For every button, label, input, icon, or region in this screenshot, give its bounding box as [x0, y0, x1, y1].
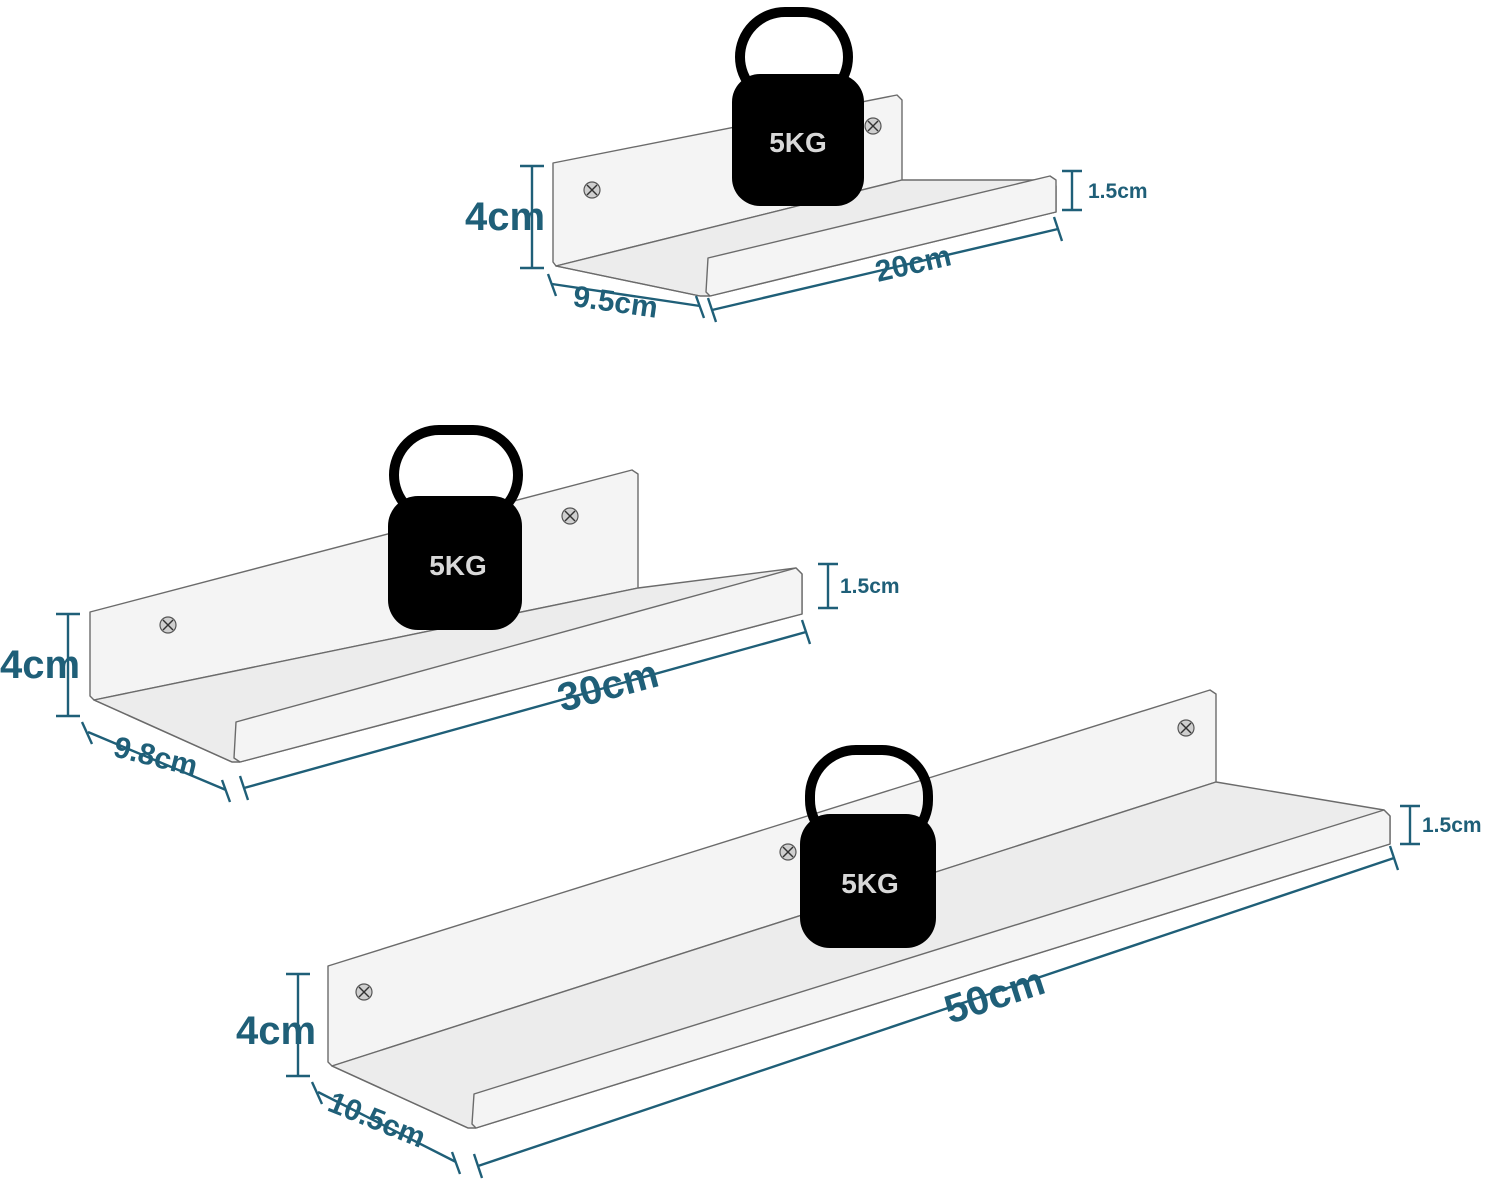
kettlebell-weight-icon: 5KG	[800, 745, 936, 948]
shelf-small: 5KG 4cm 9.5cm 20cm 1.5cm	[465, 7, 1148, 325]
screw-icon	[1177, 719, 1195, 737]
weight-label: 5KG	[769, 127, 827, 158]
screw-icon	[864, 117, 882, 135]
lip-dimension: 1.5cm	[818, 562, 900, 610]
lip-label: 1.5cm	[840, 575, 900, 598]
shelf-medium: 5KG 4cm 9.8cm 30cm 1.5cm	[0, 425, 900, 803]
lip-label: 1.5cm	[1088, 180, 1148, 203]
screw-icon	[355, 983, 373, 1001]
screw-icon	[779, 843, 797, 861]
lip-label: 1.5cm	[1422, 814, 1482, 837]
screw-icon	[561, 507, 579, 525]
shelf-large: 5KG 4cm 10.5cm 50cm 1.5cm	[236, 689, 1482, 1179]
height-dimension: 4cm	[0, 612, 80, 718]
depth-label: 9.5cm	[571, 280, 660, 325]
height-label: 4cm	[465, 195, 545, 239]
shelf-large-front-lip	[471, 809, 1391, 1129]
weight-label: 5KG	[841, 868, 899, 899]
height-label: 4cm	[236, 1009, 316, 1053]
screw-icon	[159, 616, 177, 634]
height-dimension: 4cm	[465, 164, 545, 270]
kettlebell-weight-icon: 5KG	[732, 7, 864, 206]
shelf-small-front-lip	[705, 175, 1057, 297]
lip-dimension: 1.5cm	[1062, 169, 1148, 212]
weight-label: 5KG	[429, 550, 487, 581]
height-label: 4cm	[0, 643, 80, 687]
shelf-medium-front-lip	[233, 567, 803, 763]
lip-dimension: 1.5cm	[1400, 804, 1482, 846]
screw-icon	[583, 181, 601, 199]
kettlebell-weight-icon: 5KG	[388, 425, 523, 630]
height-dimension: 4cm	[236, 972, 316, 1078]
